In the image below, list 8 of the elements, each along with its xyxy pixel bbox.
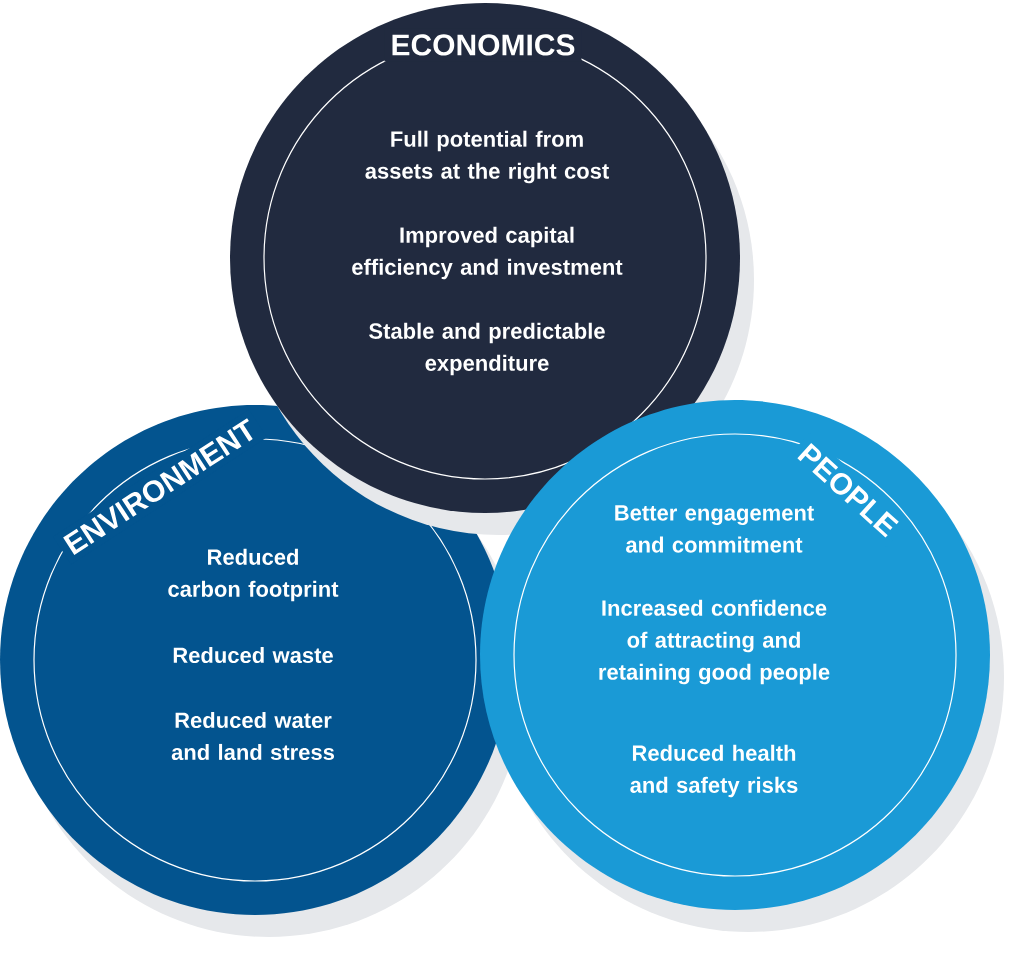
benefit-text: Reduced waste xyxy=(173,646,333,664)
benefit-text: Improved capital efficiency and investment xyxy=(352,226,623,280)
benefit-text: Increased confidence of attracting and retaining good people xyxy=(599,599,830,685)
benefit-text: Reduced health and safety risks xyxy=(630,744,798,798)
benefit-text: Reduced water and land stress xyxy=(171,711,334,761)
benefit-text: Stable and predictable expenditure xyxy=(369,322,605,376)
circle-title: ECONOMICS xyxy=(384,28,582,62)
benefit-text: Full potential from assets at the right cost xyxy=(365,130,609,184)
